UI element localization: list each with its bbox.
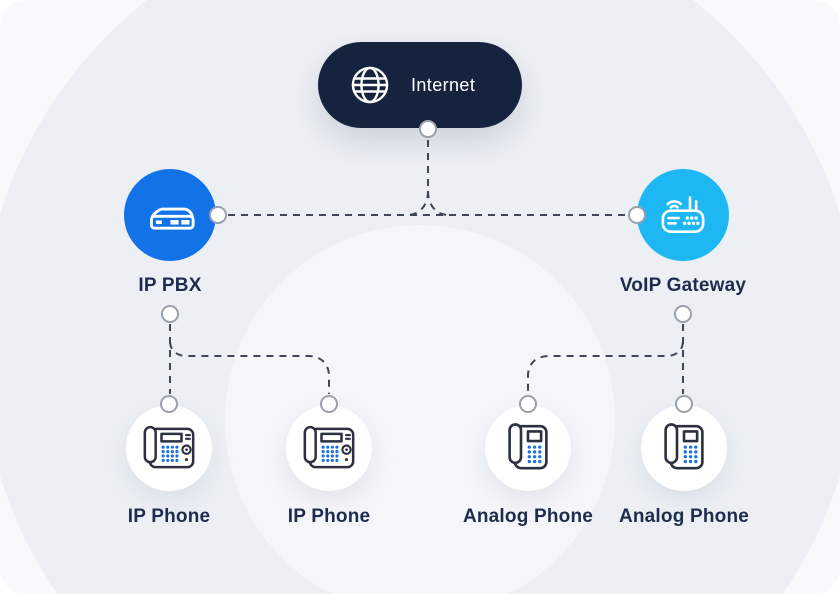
- node-ip-phone-2: [286, 405, 372, 491]
- connector-gateway-bottom: [674, 305, 692, 323]
- ip-pbx-label: IP PBX: [138, 275, 202, 296]
- analog-phone-icon: [659, 420, 709, 476]
- background-circle-inner: [225, 225, 615, 594]
- connector-analog-phone-2-top: [675, 395, 693, 413]
- node-ip-phone-1: [126, 405, 212, 491]
- node-analog-phone-1: [485, 405, 571, 491]
- pbx-icon: [141, 186, 199, 244]
- connector-gateway-left: [628, 206, 646, 224]
- globe-icon: [344, 59, 396, 111]
- connector-pbx-right: [209, 206, 227, 224]
- analog-phone-1-label: Analog Phone: [462, 506, 594, 527]
- node-voip-gateway: [637, 169, 729, 261]
- connector-internet-bottom: [419, 120, 437, 138]
- analog-phone-2-label: Analog Phone: [618, 506, 750, 527]
- voip-gateway-label: VoIP Gateway: [619, 275, 747, 296]
- ip-phone-icon: [299, 422, 359, 474]
- connector-analog-phone-1-top: [519, 395, 537, 413]
- connector-ip-phone-1-top: [160, 395, 178, 413]
- connector-ip-phone-2-top: [320, 395, 338, 413]
- node-ip-pbx: [124, 169, 216, 261]
- internet-label: Internet: [411, 74, 476, 95]
- node-analog-phone-2: [641, 405, 727, 491]
- node-internet: Internet: [318, 42, 522, 128]
- connector-pbx-bottom: [161, 305, 179, 323]
- ip-phone-2-label: IP Phone: [287, 506, 371, 527]
- ip-phone-1-label: IP Phone: [127, 506, 211, 527]
- wifi-router-icon: [655, 187, 711, 243]
- analog-phone-icon: [503, 420, 553, 476]
- ip-phone-icon: [139, 422, 199, 474]
